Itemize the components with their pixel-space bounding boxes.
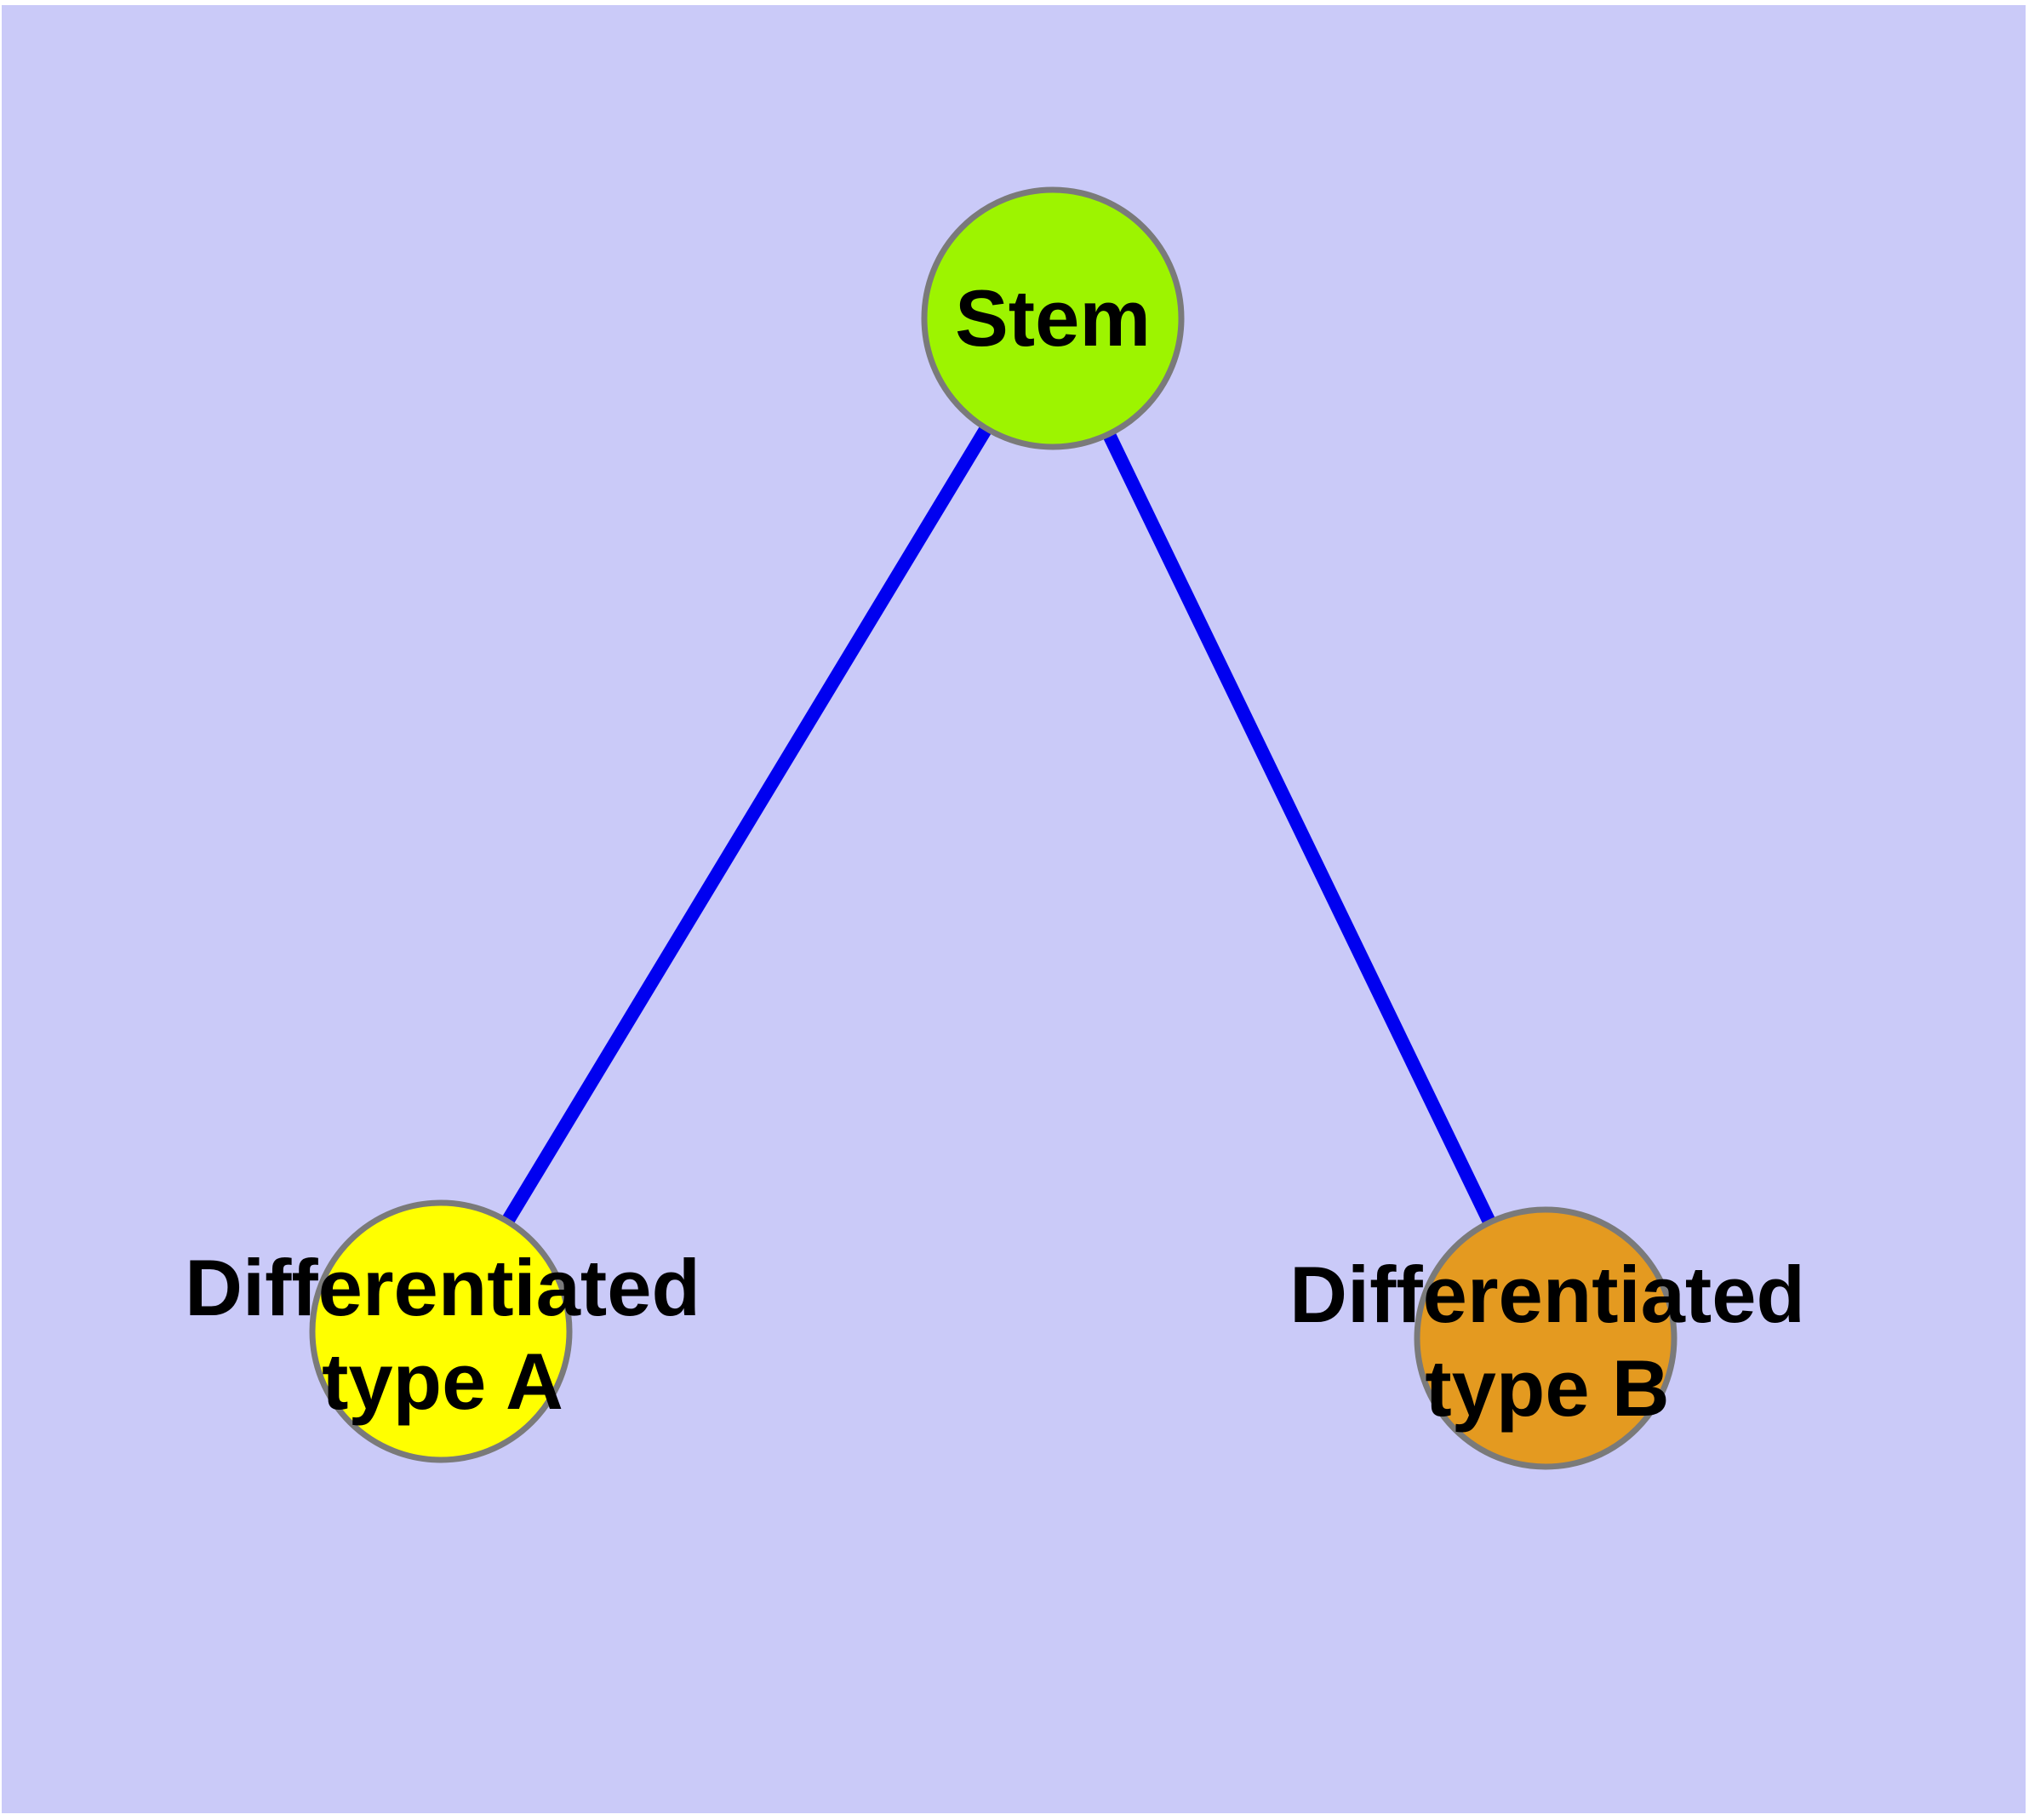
node-stem <box>921 186 1185 450</box>
node-differentiated-type-b <box>1414 1206 1677 1470</box>
node-differentiated-type-a <box>309 1199 573 1463</box>
edge-stem-to-type-a <box>435 314 1059 1336</box>
edge-stem-to-type-b <box>1046 315 1552 1342</box>
